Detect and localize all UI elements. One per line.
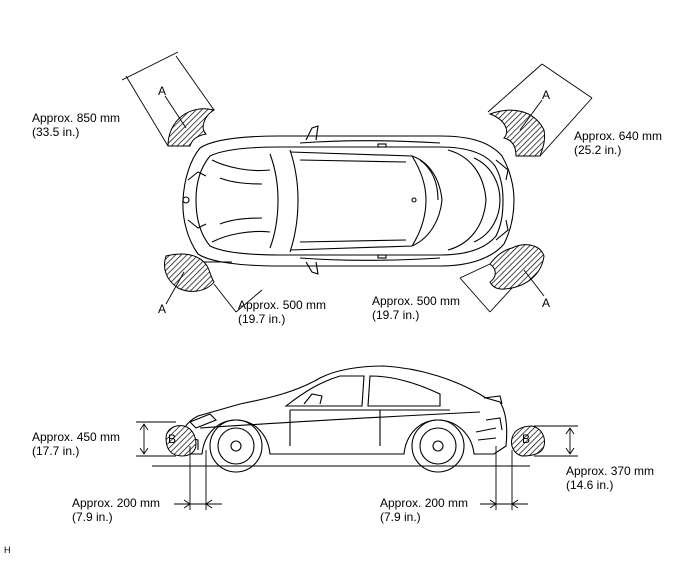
zone-label-rear-left: A	[542, 88, 551, 102]
dimension-value-mm: Approx. 200 mm	[380, 496, 469, 510]
dimension-value-mm: Approx. 500 mm	[372, 294, 461, 308]
zone-label-front-right: A	[158, 302, 167, 316]
figure-id-mark: H	[4, 545, 11, 555]
dimension-value-in: (14.6 in.)	[566, 478, 614, 492]
dimension-label-front-left: Approx. 850 mm (33.5 in.)	[32, 111, 120, 139]
detection-zones-side	[165, 425, 545, 457]
dimension-label-front-right: Approx. 500 mm (19.7 in.)	[238, 298, 326, 326]
dimension-value-mm: Approx. 640 mm	[574, 129, 663, 143]
dimension-label-front-offset: Approx. 200 mm (7.9 in.)	[72, 496, 160, 524]
dimension-value-in: (7.9 in.)	[380, 510, 421, 524]
dimension-value-in: (19.7 in.)	[238, 312, 286, 326]
zone-label-rear-side: B	[522, 432, 531, 446]
dimension-lines-top	[121, 51, 593, 313]
zone-label-front-left: A	[158, 84, 167, 98]
car-top-view	[182, 125, 515, 275]
dimension-value-in: (25.2 in.)	[574, 143, 622, 157]
dimension-value-mm: Approx. 850 mm	[32, 111, 121, 125]
dimension-label-rear-right: Approx. 500 mm (19.7 in.)	[372, 294, 460, 322]
dimension-value-in: (17.7 in.)	[32, 444, 80, 458]
dimension-lines-side	[136, 421, 578, 510]
dimension-value-in: (33.5 in.)	[32, 125, 80, 139]
dimension-value-mm: Approx. 370 mm	[566, 464, 655, 478]
zone-label-front-side: B	[168, 432, 177, 446]
dimension-value-mm: Approx. 500 mm	[238, 298, 327, 312]
dimension-value-in: (7.9 in.)	[72, 510, 113, 524]
dimension-label-front-height: Approx. 450 mm (17.7 in.)	[32, 430, 120, 458]
dimension-value-mm: Approx. 450 mm	[32, 430, 121, 444]
dimension-label-rear-offset: Approx. 200 mm (7.9 in.)	[380, 496, 468, 524]
dimension-label-rear-height: Approx. 370 mm (14.6 in.)	[566, 464, 654, 492]
dimension-value-in: (19.7 in.)	[372, 308, 420, 322]
dimension-value-mm: Approx. 200 mm	[72, 496, 161, 510]
dimension-label-rear-left: Approx. 640 mm (25.2 in.)	[574, 129, 662, 157]
zone-label-rear-right: A	[542, 296, 551, 310]
car-side-view	[152, 365, 530, 473]
